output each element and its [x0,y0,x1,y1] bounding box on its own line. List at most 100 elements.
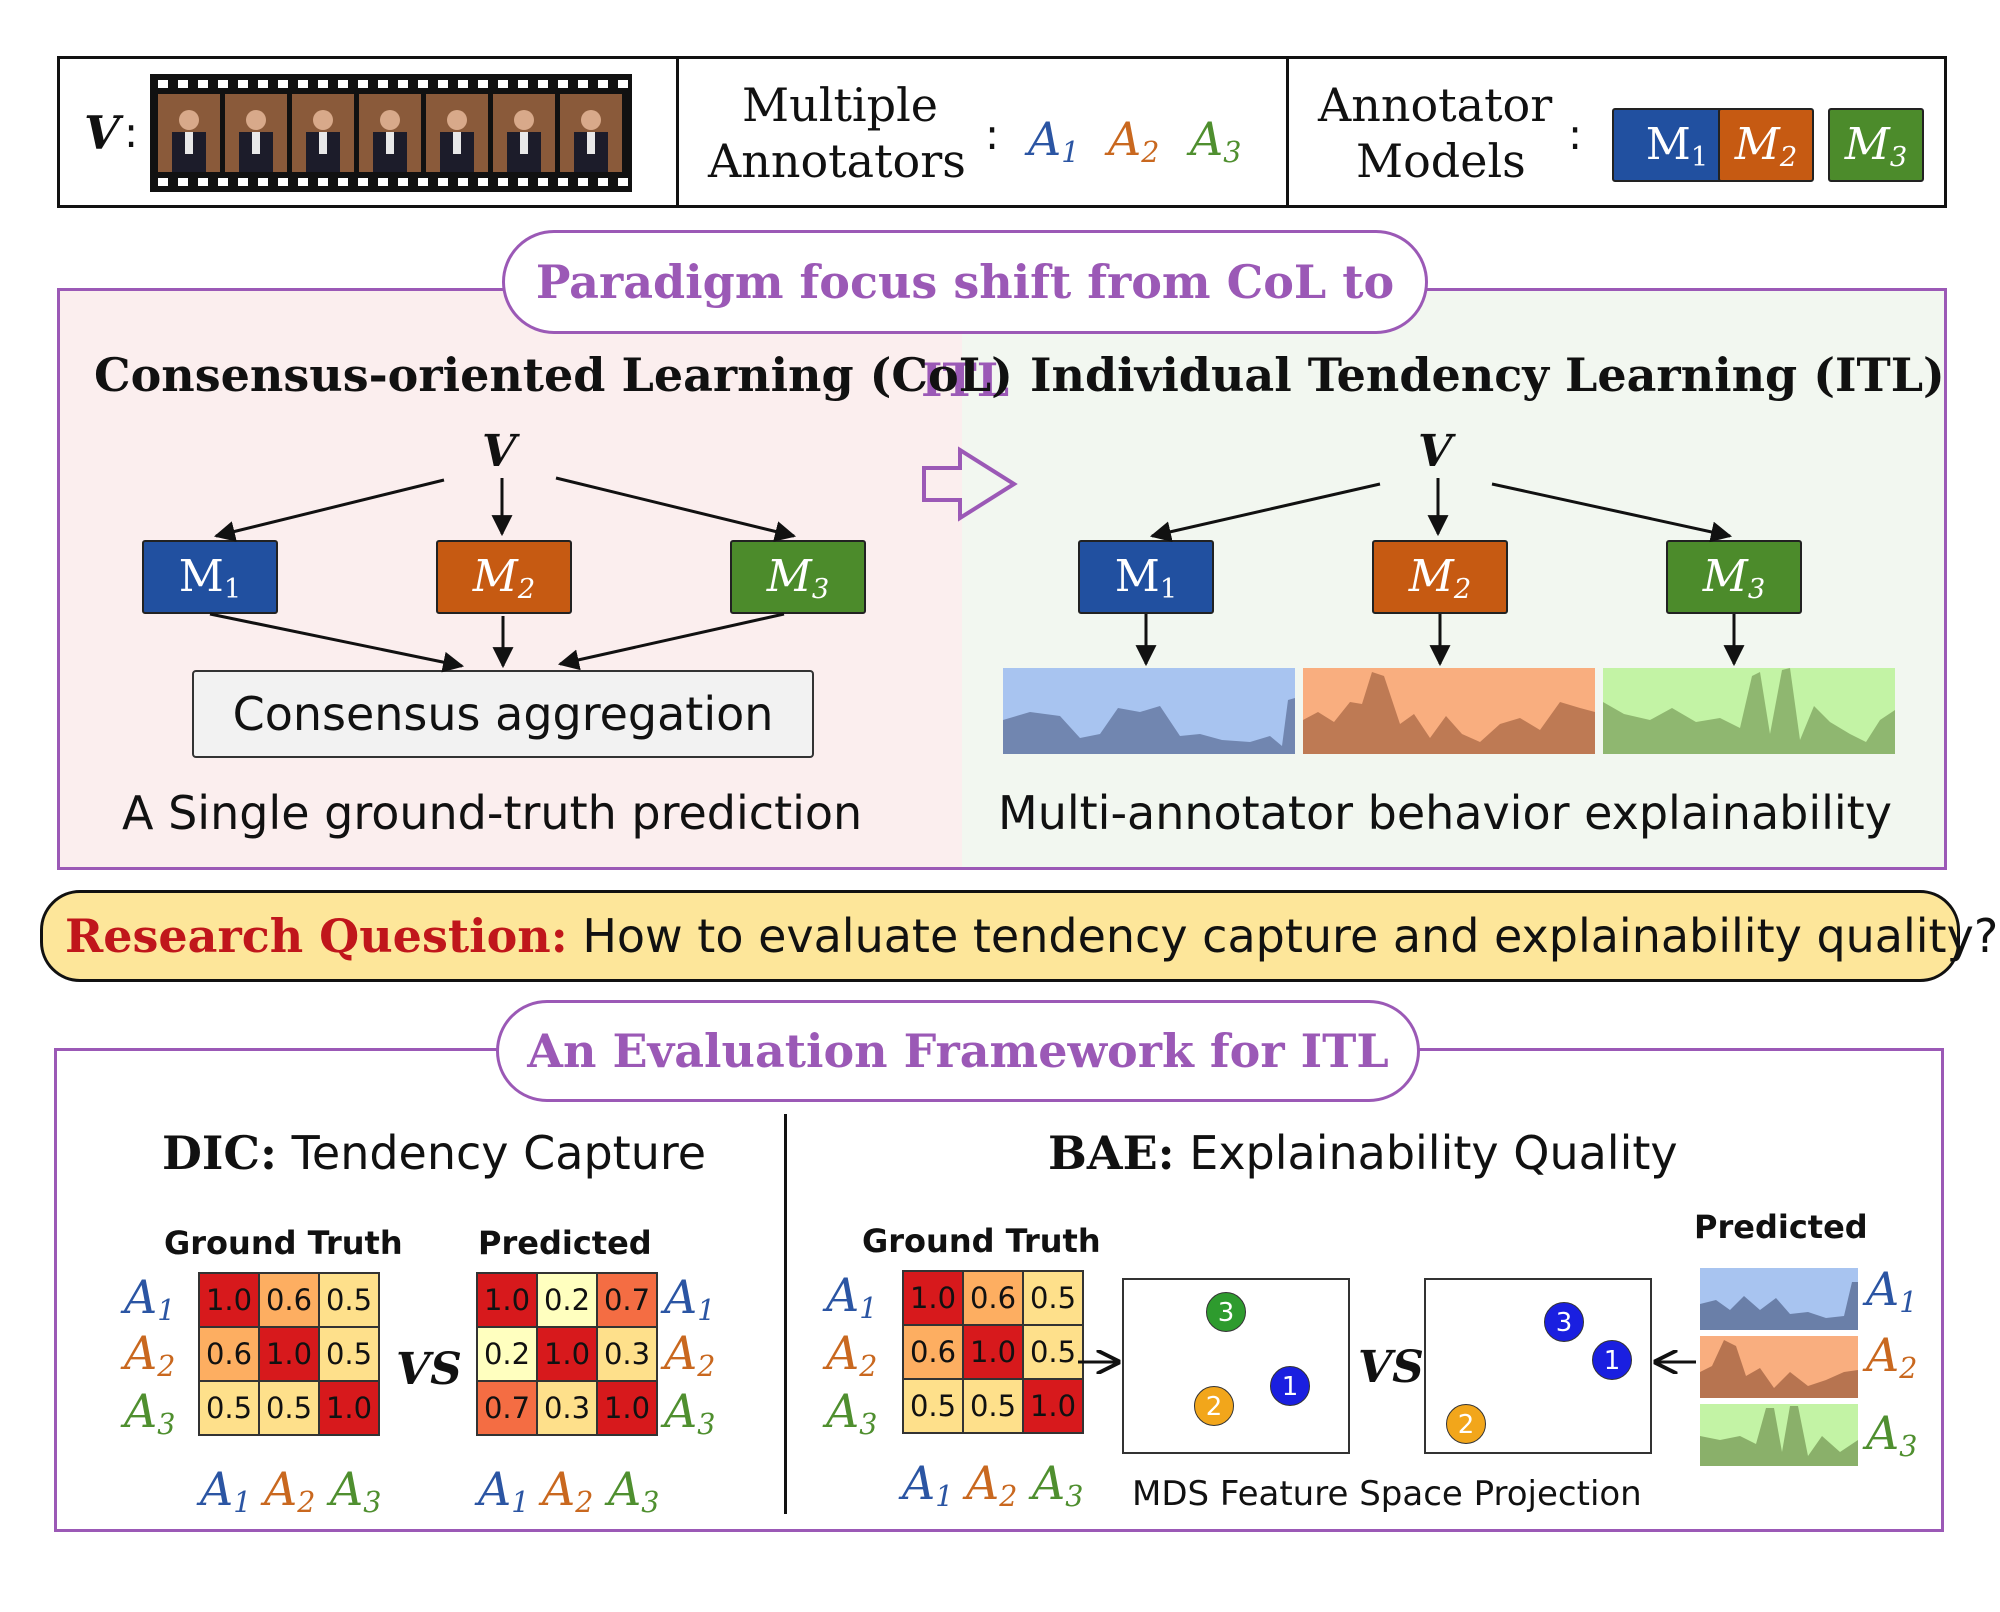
itl-model-2: M2 [1372,540,1508,614]
dic-pred-row-a1: A1 [664,1270,716,1328]
dic-heading: DIC: Tendency Capture [162,1126,707,1180]
mds-pred-dot-3: 3 [1544,1302,1584,1342]
header-divider-2 [1286,58,1289,206]
dic-gt-cell-3-1: 0.5 [198,1380,260,1436]
dic-pred-cell-2-1: 0.2 [476,1326,538,1382]
dic-gt-cell-1-2: 0.6 [258,1272,320,1328]
header-annotator-1: A1 [1028,112,1080,170]
col-model-1: M1 [142,540,278,614]
dic-pred-col-a1: A1 [478,1462,530,1520]
framework-title: An Evaluation Framework for ITL [496,1000,1420,1102]
annotators-colon: : [985,110,1000,159]
mds-gt-dot-2: 2 [1194,1386,1234,1426]
bae-predicted-label: Predicted [1694,1208,1868,1246]
dic-gt-cell-1-1: 1.0 [198,1272,260,1328]
dic-ground-truth-label: Ground Truth [164,1224,403,1262]
multiple-label: Multiple [742,78,939,132]
dic-gt-col-a2: A2 [264,1462,316,1520]
col-model-2: M2 [436,540,572,614]
dic-gt-cell-2-2: 1.0 [258,1326,320,1382]
bae-gt-cell-1-2: 0.6 [962,1270,1024,1326]
mds-caption: MDS Feature Space Projection [1132,1474,1642,1514]
video-label: V [84,106,120,160]
bae-signal-2 [1700,1340,1858,1398]
col-title: Consensus-oriented Learning (CoL) [94,348,1013,402]
dic-pred-col-a3: A3 [608,1462,660,1520]
mds-pred-dot-2: 2 [1446,1404,1486,1444]
bae-gt-cell-1-1: 1.0 [902,1270,964,1326]
bae-signal-1 [1700,1282,1858,1330]
dic-gt-row-a2: A2 [124,1326,176,1384]
bae-gt-cell-3-3: 1.0 [1022,1378,1084,1434]
bae-pred-a1: A1 [1866,1262,1918,1320]
header-annotator-3: A3 [1190,112,1242,170]
dic-gt-cell-3-3: 1.0 [318,1380,380,1436]
dic-pred-cell-2-2: 1.0 [536,1326,598,1382]
mds-gt-dot-1: 1 [1270,1366,1310,1406]
dic-pred-row-a3: A3 [664,1384,716,1442]
bae-gt-row-a1: A1 [826,1268,878,1326]
annotator-models-label-2: Models [1356,134,1526,188]
bae-gt-cell-2-2: 1.0 [962,1324,1024,1380]
framework-divider [784,1114,787,1514]
dic-gt-col-a1: A1 [200,1462,252,1520]
bae-signal-3 [1700,1406,1858,1466]
dic-gt-col-a3: A3 [330,1462,382,1520]
bae-vs: VS [1358,1342,1424,1393]
bae-heading: BAE: Explainability Quality [1048,1126,1678,1180]
dic-gt-cell-1-3: 0.5 [318,1272,380,1328]
annotators-label: Annotators [708,134,966,188]
dic-gt-cell-2-1: 0.6 [198,1326,260,1382]
itl-model-1: M1 [1078,540,1214,614]
dic-gt-row-a3: A3 [124,1384,176,1442]
itl-signal-1 [1003,698,1295,754]
video-colon: : [124,108,139,157]
header-divider-1 [676,58,679,206]
dic-pred-cell-1-2: 0.2 [536,1272,598,1328]
paradigm-title: Paradigm focus shift from CoL to ITL [502,230,1428,407]
dic-gt-cell-2-3: 0.5 [318,1326,380,1382]
bae-gt-col-a2: A2 [966,1456,1018,1514]
mds-pred-dot-1: 1 [1592,1340,1632,1380]
mds-gt-dot-3: 3 [1206,1292,1246,1332]
bae-gt-cell-2-1: 0.6 [902,1324,964,1380]
bae-gt-row-a3: A3 [826,1384,878,1442]
dic-predicted-label: Predicted [478,1224,652,1262]
col-caption: A Single ground-truth prediction [122,786,863,840]
film-strip [150,74,632,192]
bae-gt-row-a2: A2 [826,1326,878,1384]
paradigm-arrows [209,446,1895,754]
research-question-label: Research Question: [65,909,568,963]
bae-gt-cell-2-3: 0.5 [1022,1324,1084,1380]
bae-arrows-and-signals [1078,1268,1858,1466]
bae-gt-cell-3-1: 0.5 [902,1378,964,1434]
dic-pred-col-a2: A2 [542,1462,594,1520]
dic-pred-cell-3-1: 0.7 [476,1380,538,1436]
header-panel [57,56,1947,208]
dic-pred-cell-3-2: 0.3 [536,1380,598,1436]
dic-pred-cell-3-3: 1.0 [596,1380,658,1436]
research-question-box: Research Question: How to evaluate tende… [40,890,1998,982]
research-question-text: How to evaluate tendency capture and exp… [582,909,1999,963]
bae-gt-col-a3: A3 [1032,1456,1084,1514]
annotator-models-label-1: Annotator [1318,78,1553,132]
dic-vs: VS [396,1344,462,1395]
bae-pred-a2: A2 [1866,1328,1918,1386]
col-v-label: V [482,426,517,477]
itl-signal-2 [1303,672,1595,754]
itl-model-3: M3 [1666,540,1802,614]
mds-pred-box [1424,1278,1652,1454]
itl-title: Individual Tendency Learning (ITL) [1030,348,1945,402]
dic-pred-cell-1-3: 0.7 [596,1272,658,1328]
dic-gt-row-a1: A1 [124,1270,176,1328]
bae-pred-a3: A3 [1866,1406,1918,1464]
mds-gt-box [1122,1278,1350,1454]
dic-gt-cell-3-2: 0.5 [258,1380,320,1436]
itl-v-label: V [1418,426,1453,477]
header-model-m2: M2 [1718,108,1814,182]
bae-gt-col-a1: A1 [902,1456,954,1514]
bae-gt-cell-1-3: 0.5 [1022,1270,1084,1326]
